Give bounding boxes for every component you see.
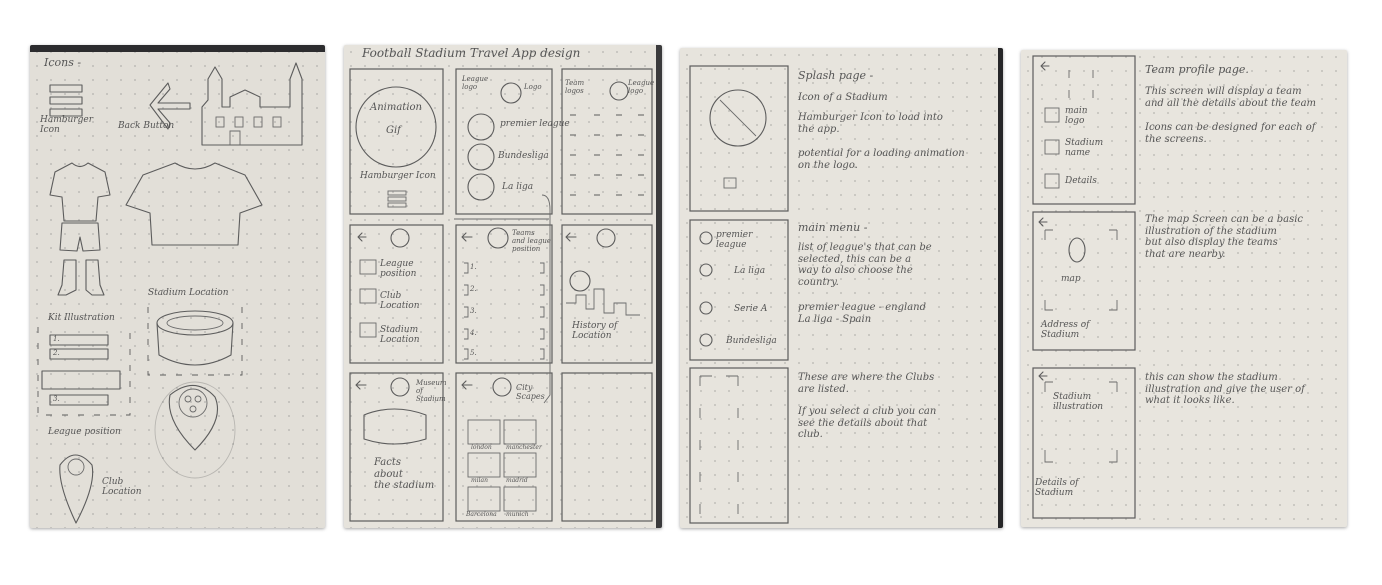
league-table-icon xyxy=(37,327,131,416)
menu-note-1: list of league's that can be selected, t… xyxy=(798,242,932,288)
row-number: 1. xyxy=(53,335,60,343)
menu-note-2: premier league - england La liga - Spain xyxy=(798,302,926,325)
museum-label: Museum of Stadium xyxy=(416,379,447,404)
gif-label: Gif xyxy=(386,125,401,136)
facts-label: Facts about the stadium xyxy=(374,457,435,491)
hamburger-label: Hamburger Icon xyxy=(40,115,93,136)
splash-title: Splash page - xyxy=(798,69,874,82)
kit-illustration-label: Kit Illustration xyxy=(48,313,115,323)
league-bundesliga: Bundesliga xyxy=(498,151,549,161)
city-name: Barcelona xyxy=(466,511,497,518)
row-number: 2. xyxy=(470,285,477,293)
wireframe-grid xyxy=(349,68,653,522)
row-number: 4. xyxy=(470,329,477,337)
row-number: 3. xyxy=(53,395,60,403)
shirt-icon xyxy=(125,162,263,246)
city-name: london xyxy=(471,444,492,451)
league-premier: premier league xyxy=(500,119,570,129)
icons-title: Icons - xyxy=(44,56,82,69)
design-title: Football Stadium Travel App design xyxy=(362,46,581,60)
row-number: 3. xyxy=(470,307,477,315)
animation-label: Animation xyxy=(370,102,422,113)
stadium-details-label: Details of Stadium xyxy=(1035,478,1079,499)
teams-note: Teams and league position xyxy=(512,229,552,254)
league-laliga: La liga xyxy=(502,182,534,192)
menu-item-bundesliga: Bundesliga xyxy=(726,336,777,346)
sketch-page-details: Team profile page. This screen will disp… xyxy=(1021,50,1347,527)
detail-wireframes xyxy=(1032,55,1136,519)
city-name: manchester xyxy=(506,444,542,451)
menu-item-premier: premier league xyxy=(716,230,753,251)
menu-title: main menu - xyxy=(798,221,868,234)
back-button-label: Back Button xyxy=(118,121,175,131)
clubs-note-2: If you select a club you can see the det… xyxy=(798,406,937,440)
row-number: 1. xyxy=(470,263,477,271)
league-logo-note-2: League logo xyxy=(628,79,655,96)
back-arrow-icon xyxy=(149,82,191,130)
row-number: 5. xyxy=(470,349,477,357)
splash-note-2: Hamburger Icon to load into the app. xyxy=(798,112,943,135)
football-kit-icon xyxy=(49,162,111,296)
hamburger-label: Hamburger Icon xyxy=(360,171,436,181)
map-label: map xyxy=(1061,274,1081,284)
hamburger-icon xyxy=(49,84,83,117)
stadium-building-icon xyxy=(201,62,303,146)
notebook-binding xyxy=(656,45,662,528)
profile-note-1: This screen will display a team and all … xyxy=(1145,86,1317,109)
stadium-note: this can show the stadium illustration a… xyxy=(1145,372,1305,406)
notebook-binding xyxy=(998,48,1003,528)
icons-sketches xyxy=(37,62,303,524)
city-name: munich xyxy=(506,511,529,518)
club-location-label: Club Location xyxy=(380,291,420,312)
menu-item-laliga: La liga xyxy=(734,266,766,276)
screen-wireframes xyxy=(689,65,789,524)
club-location-label: Club Location xyxy=(102,477,142,498)
address-label: Address of Stadium xyxy=(1041,320,1090,341)
profile-title: Team profile page. xyxy=(1145,63,1249,76)
stadium-location-label: Stadium Location xyxy=(380,325,420,346)
league-position-label: League position xyxy=(48,427,121,437)
city-label: City Scapes xyxy=(516,383,545,402)
sketch-page-app-design: Football Stadium Travel App design Anima… xyxy=(344,45,662,528)
stadium-illustration-label: Stadium illustration xyxy=(1053,392,1104,413)
sketch-page-icons: Icons - Hamburger Icon Back Button Stadi… xyxy=(30,45,325,528)
team-item-logo: main logo xyxy=(1065,106,1088,127)
city-name: madrid xyxy=(506,477,528,484)
profile-note-2: Icons can be designed for each of the sc… xyxy=(1145,122,1316,145)
row-number: 2. xyxy=(53,349,60,357)
club-pin-icon xyxy=(59,454,94,524)
history-label: History of Location xyxy=(572,321,618,342)
city-name: milan xyxy=(471,477,488,484)
menu-item-seriea: Serie A xyxy=(734,304,768,314)
splash-note-3: potential for a loading animation on the… xyxy=(798,148,965,171)
page-edge xyxy=(30,45,325,52)
splash-note-1: Icon of a Stadium xyxy=(798,92,888,103)
team-item-stadium: Stadium name xyxy=(1065,138,1104,159)
logo-note: Logo xyxy=(524,83,542,91)
team-logos-note: Team logos xyxy=(565,79,585,96)
league-position-label: League position xyxy=(380,259,417,280)
clubs-note-1: These are where the Clubs are listed. xyxy=(798,372,935,395)
stadium-bowl-icon xyxy=(147,307,243,376)
league-logo-note: League logo xyxy=(462,75,489,92)
location-pin-icon xyxy=(154,381,236,479)
map-note: The map Screen can be a basic illustrati… xyxy=(1145,214,1304,260)
team-item-details: Details xyxy=(1065,176,1097,186)
sketch-page-screens: Splash page - Icon of a Stadium Hamburge… xyxy=(680,48,1003,528)
stadium-location-label: Stadium Location xyxy=(148,288,229,298)
